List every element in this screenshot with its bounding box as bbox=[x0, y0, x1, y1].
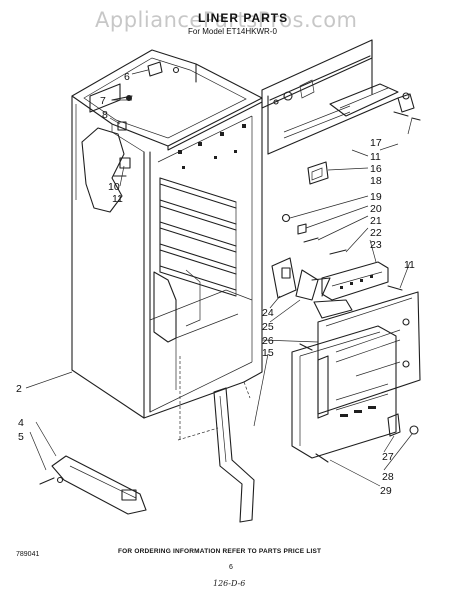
callout-labels: 2 4 5 6 7 8 10 11 11 11 15 16 17 18 19 2… bbox=[16, 71, 415, 497]
callout-29: 29 bbox=[380, 485, 392, 497]
evaporator-fan-assembly bbox=[271, 213, 403, 319]
document-code: 789041 bbox=[16, 551, 39, 558]
control-housing bbox=[261, 39, 421, 155]
freezer-rear-panel bbox=[317, 291, 421, 415]
callout-2: 2 bbox=[16, 383, 22, 395]
callout-7: 7 bbox=[100, 95, 106, 107]
callout-25: 25 bbox=[262, 321, 274, 333]
watermark-text: AppliancePartsPros.com bbox=[95, 8, 358, 32]
liner-vent-marks bbox=[178, 124, 246, 169]
callout-11-housing: 11 bbox=[370, 151, 381, 163]
drain-trough bbox=[213, 387, 255, 523]
callout-5: 5 bbox=[18, 431, 24, 443]
leader-lines bbox=[25, 69, 413, 487]
callout-18: 18 bbox=[370, 175, 382, 187]
callout-8: 8 bbox=[102, 109, 108, 121]
damper-bracket bbox=[387, 413, 401, 437]
callout-4: 4 bbox=[18, 417, 24, 429]
callout-27: 27 bbox=[382, 451, 394, 463]
shelf-supports bbox=[159, 177, 237, 297]
callout-11-shroud: 11 bbox=[404, 259, 415, 271]
bottom-hinge-bar bbox=[39, 455, 147, 515]
liner-cabinet bbox=[71, 49, 263, 419]
handwritten-reference: 126-D-6 bbox=[213, 579, 245, 588]
callout-23: 23 bbox=[370, 239, 382, 251]
callout-21: 21 bbox=[370, 215, 382, 227]
diagram-title: LINER PARTS bbox=[198, 11, 288, 25]
callout-28: 28 bbox=[382, 471, 394, 483]
small-plate bbox=[307, 161, 329, 185]
hinge-hardware bbox=[111, 61, 180, 177]
callout-17: 17 bbox=[370, 137, 382, 149]
callout-11-hinge: 11 bbox=[112, 193, 123, 205]
model-line: For Model ET14HKWR-0 bbox=[188, 27, 277, 36]
callout-15: 15 bbox=[262, 347, 274, 359]
ordering-note: FOR ORDERING INFORMATION REFER TO PARTS … bbox=[118, 548, 321, 555]
callout-6: 6 bbox=[124, 71, 130, 83]
callout-20: 20 bbox=[370, 203, 382, 215]
damper-knob bbox=[409, 425, 419, 435]
callout-19: 19 bbox=[370, 191, 382, 203]
callout-16: 16 bbox=[370, 163, 382, 175]
page-number: 6 bbox=[229, 564, 233, 571]
callout-26: 26 bbox=[262, 335, 274, 347]
evaporator-cover bbox=[291, 325, 397, 463]
callout-22: 22 bbox=[370, 227, 382, 239]
callout-10: 10 bbox=[108, 181, 120, 193]
callout-24: 24 bbox=[262, 307, 274, 319]
